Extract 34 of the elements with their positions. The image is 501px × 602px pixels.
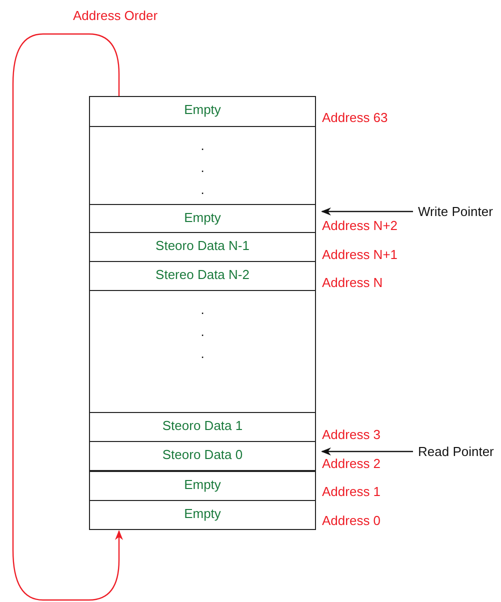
memory-cell <box>89 500 316 530</box>
address-label: Address 2 <box>322 456 381 471</box>
address-label: Address N+2 <box>322 218 398 233</box>
memory-cell <box>89 261 316 291</box>
memory-cell <box>89 96 316 127</box>
address-label: Address 3 <box>322 427 381 442</box>
memory-cell <box>89 232 316 262</box>
cell-text: Empty <box>184 506 221 522</box>
cell-text: Empty <box>184 210 221 226</box>
ellipsis-text: . . . <box>200 137 206 199</box>
cell-text: Steoro Data 0 <box>162 447 243 463</box>
arrow <box>321 208 413 216</box>
arrow <box>321 448 413 456</box>
cell-text: Stereo Data N-2 <box>156 267 250 283</box>
address-label: Address 0 <box>322 513 381 528</box>
memory-cell <box>89 126 316 205</box>
cell-text: Empty <box>184 102 221 118</box>
edge-label: Address Order <box>73 8 158 23</box>
address-label: Address 63 <box>322 110 388 125</box>
memory-cell <box>89 441 316 471</box>
pointer-label: Write Pointer <box>418 204 493 219</box>
address-label: Address N <box>322 275 383 290</box>
address-label: Address N+1 <box>322 247 398 262</box>
cell-text: Empty <box>184 477 221 493</box>
pointer-label: Read Pointer <box>418 444 494 459</box>
memory-cell <box>89 412 316 442</box>
cell-text: Steoro Data N-1 <box>156 238 250 254</box>
arrow <box>12 33 123 601</box>
memory-cell <box>89 290 316 413</box>
ellipsis-text: . . . <box>200 301 206 363</box>
address-label: Address 1 <box>322 484 381 499</box>
memory-cell <box>89 471 316 501</box>
memory-cell <box>89 204 316 233</box>
cell-text: Steoro Data 1 <box>162 418 243 434</box>
